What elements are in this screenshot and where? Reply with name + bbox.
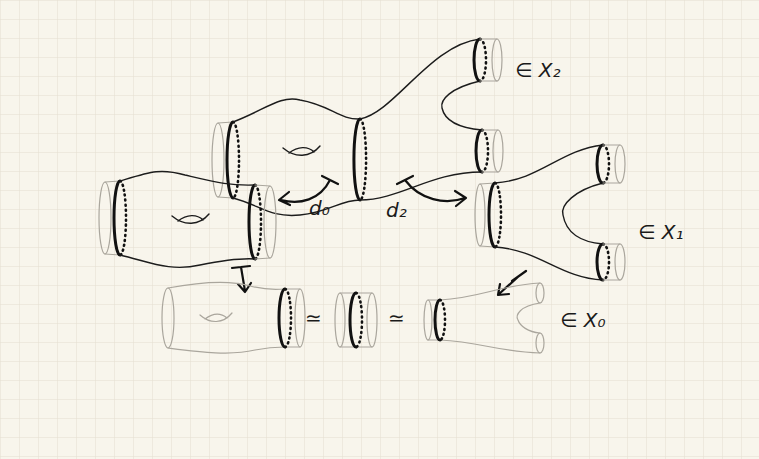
surface-d2-face: [475, 145, 625, 280]
set-label: ∈ X₂: [515, 60, 561, 80]
equivalence-symbol: ≃: [305, 308, 322, 328]
set-label: ∈ X₁: [638, 222, 684, 242]
set-label: ∈ X₀: [560, 310, 606, 330]
equivalence-symbol: ≃: [388, 308, 405, 328]
surface-x2: [212, 39, 503, 215]
surface-d0-face: [99, 171, 276, 267]
face-map-label: d₀: [309, 198, 330, 218]
face-map-label: d₂: [386, 200, 407, 220]
boundary-circles-x0: [162, 282, 544, 353]
maps-to-arrows: [232, 176, 526, 295]
